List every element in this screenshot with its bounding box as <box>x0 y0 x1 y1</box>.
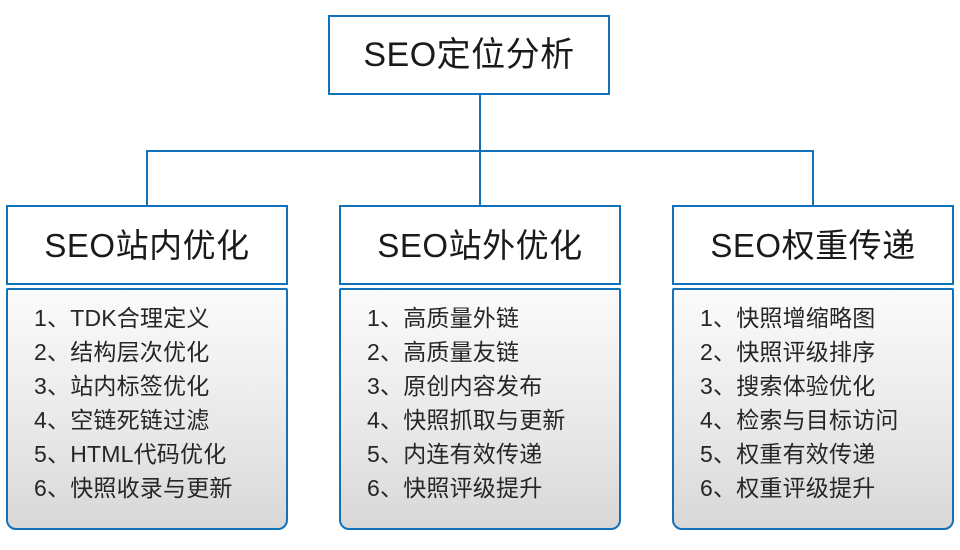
list-item[interactable]: 6、快照收录与更新 <box>34 475 233 501</box>
list-item[interactable]: 2、快照评级排序 <box>700 339 876 365</box>
connector-root-stem <box>479 95 481 152</box>
branch-column-3: SEO权重传递 1、快照增缩略图 2、快照评级排序 3、搜索体验优化 4、检索与… <box>672 205 954 530</box>
list-item[interactable]: 4、检索与目标访问 <box>700 407 899 433</box>
branch-item-list-3: 1、快照增缩略图 2、快照评级排序 3、搜索体验优化 4、检索与目标访问 5、权… <box>674 301 952 505</box>
branch-header-1[interactable]: SEO站内优化 <box>6 205 288 285</box>
list-item[interactable]: 5、内连有效传递 <box>367 441 543 467</box>
branch-body-2: 1、高质量外链 2、高质量友链 3、原创内容发布 4、快照抓取与更新 5、内连有… <box>339 288 621 530</box>
list-item[interactable]: 1、高质量外链 <box>367 305 520 331</box>
list-item[interactable]: 5、权重有效传递 <box>700 441 876 467</box>
list-item[interactable]: 3、搜索体验优化 <box>700 373 876 399</box>
list-item[interactable]: 1、快照增缩略图 <box>700 305 876 331</box>
connector-drop-branch-3 <box>812 150 814 206</box>
branch-body-1: 1、TDK合理定义 2、结构层次优化 3、站内标签优化 4、空链死链过滤 5、H… <box>6 288 288 530</box>
branch-item-list-1: 1、TDK合理定义 2、结构层次优化 3、站内标签优化 4、空链死链过滤 5、H… <box>8 301 286 505</box>
branch-column-1: SEO站内优化 1、TDK合理定义 2、结构层次优化 3、站内标签优化 4、空链… <box>6 205 288 530</box>
list-item[interactable]: 6、快照评级提升 <box>367 475 543 501</box>
list-item[interactable]: 1、TDK合理定义 <box>34 305 210 331</box>
root-node-label: SEO定位分析 <box>363 36 575 74</box>
branch-header-2[interactable]: SEO站外优化 <box>339 205 621 285</box>
list-item[interactable]: 4、快照抓取与更新 <box>367 407 566 433</box>
connector-drop-branch-1 <box>146 150 148 206</box>
root-node[interactable]: SEO定位分析 <box>328 15 610 95</box>
branch-header-label-3: SEO权重传递 <box>710 226 916 264</box>
branch-header-3[interactable]: SEO权重传递 <box>672 205 954 285</box>
branch-column-2: SEO站外优化 1、高质量外链 2、高质量友链 3、原创内容发布 4、快照抓取与… <box>339 205 621 530</box>
list-item[interactable]: 5、HTML代码优化 <box>34 441 227 467</box>
branch-item-list-2: 1、高质量外链 2、高质量友链 3、原创内容发布 4、快照抓取与更新 5、内连有… <box>341 301 619 505</box>
list-item[interactable]: 3、原创内容发布 <box>367 373 543 399</box>
branch-body-3: 1、快照增缩略图 2、快照评级排序 3、搜索体验优化 4、检索与目标访问 5、权… <box>672 288 954 530</box>
branch-header-label-1: SEO站内优化 <box>44 226 250 264</box>
list-item[interactable]: 6、权重评级提升 <box>700 475 876 501</box>
list-item[interactable]: 2、结构层次优化 <box>34 339 210 365</box>
list-item[interactable]: 2、高质量友链 <box>367 339 520 365</box>
connector-drop-branch-2 <box>479 150 481 206</box>
list-item[interactable]: 3、站内标签优化 <box>34 373 210 399</box>
list-item[interactable]: 4、空链死链过滤 <box>34 407 210 433</box>
branch-header-label-2: SEO站外优化 <box>377 226 583 264</box>
